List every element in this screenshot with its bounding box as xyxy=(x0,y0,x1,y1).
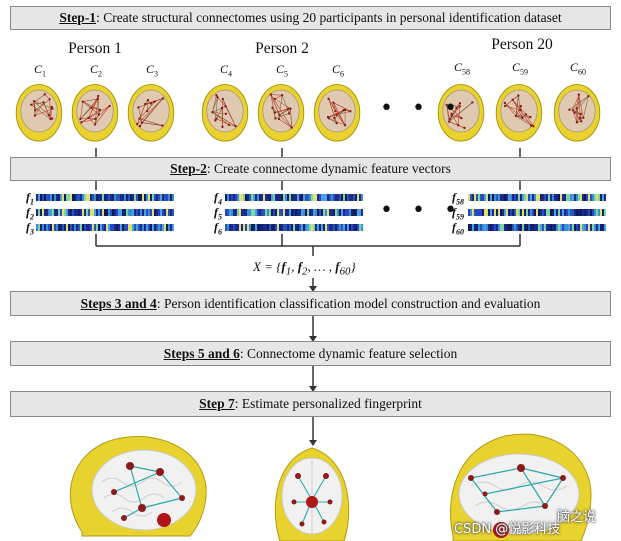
connectome-label: C59 xyxy=(511,60,528,77)
connectome-label: C3 xyxy=(145,62,158,79)
connectome-label: C2 xyxy=(89,62,102,79)
step-2-box: Step-2: Create connectome dynamic featur… xyxy=(10,157,611,181)
step-1-box: Step-1: Create structural connectomes us… xyxy=(10,6,611,30)
step-1-text: : Create structural connectomes using 20… xyxy=(96,10,562,25)
step-7-key: Step 7 xyxy=(199,396,235,411)
feature-label: f59 xyxy=(452,205,464,222)
step-1-key: Step-1 xyxy=(59,10,97,25)
step-2-text: : Create connectome dynamic feature vect… xyxy=(206,161,451,176)
person-label-2: Person 2 xyxy=(255,40,309,57)
fingerprint-brain-middle xyxy=(274,447,350,541)
step-2-key: Step-2 xyxy=(170,161,207,176)
connectome-head xyxy=(495,84,543,142)
feature-label: f5 xyxy=(214,205,222,222)
feature-label: f1 xyxy=(26,190,34,207)
step-7-text: : Estimate personalized fingerprint xyxy=(234,396,422,411)
fingerprint-brain-right xyxy=(450,433,592,541)
feature-vector xyxy=(36,194,174,201)
feature-vector xyxy=(468,224,606,231)
watermark-secondary: 脑之说 xyxy=(557,510,597,525)
ellipsis-connectomes: • • • xyxy=(380,96,463,121)
feature-set-equation: X = {f1, f2, … , f60} xyxy=(253,259,356,278)
step-7-box: Step 7: Estimate personalized fingerprin… xyxy=(10,391,611,417)
connectome-head xyxy=(257,84,305,142)
connectome-head xyxy=(437,84,485,142)
connectome-label: C6 xyxy=(331,62,344,79)
feature-vector xyxy=(225,224,363,231)
feature-label: f2 xyxy=(26,205,34,222)
person-label-20: Person 20 xyxy=(491,36,553,53)
feature-vector xyxy=(468,209,606,216)
connectome-head xyxy=(15,84,63,142)
connectome-label: C60 xyxy=(569,60,586,77)
feature-label: f58 xyxy=(452,190,464,207)
feature-vector xyxy=(36,224,174,231)
ellipsis-features: • • • xyxy=(380,198,463,223)
feature-vector xyxy=(225,194,363,201)
feature-label: f3 xyxy=(26,220,34,237)
connectome-head xyxy=(313,84,361,142)
watermark: CSDN @悦影科技 xyxy=(454,522,561,537)
step-34-text: : Person identification classification m… xyxy=(156,295,541,311)
feature-vector xyxy=(225,209,363,216)
step-56-box: Steps 5 and 6: Connectome dynamic featur… xyxy=(10,341,611,366)
feature-label: f60 xyxy=(452,220,464,237)
connectome-head xyxy=(71,84,119,142)
step-56-key: Steps 5 and 6 xyxy=(163,345,240,361)
feature-vector xyxy=(36,209,174,216)
feature-label: f4 xyxy=(214,190,222,207)
connectome-label: C5 xyxy=(275,62,288,79)
feature-vector xyxy=(468,194,606,201)
connectome-label: C4 xyxy=(219,62,232,79)
fingerprint-brain-left xyxy=(69,436,207,537)
connectome-head xyxy=(201,84,249,142)
step-56-text: : Connectome dynamic feature selection xyxy=(239,345,458,361)
step-34-key: Steps 3 and 4 xyxy=(80,295,157,311)
step-34-box: Steps 3 and 4: Person identification cla… xyxy=(10,291,611,316)
connectome-label: C58 xyxy=(453,60,470,77)
connectome-head xyxy=(127,84,175,142)
connectome-head xyxy=(553,84,601,142)
connectome-label: C1 xyxy=(33,62,46,79)
feature-label: f6 xyxy=(214,220,222,237)
person-label-1: Person 1 xyxy=(68,40,122,57)
